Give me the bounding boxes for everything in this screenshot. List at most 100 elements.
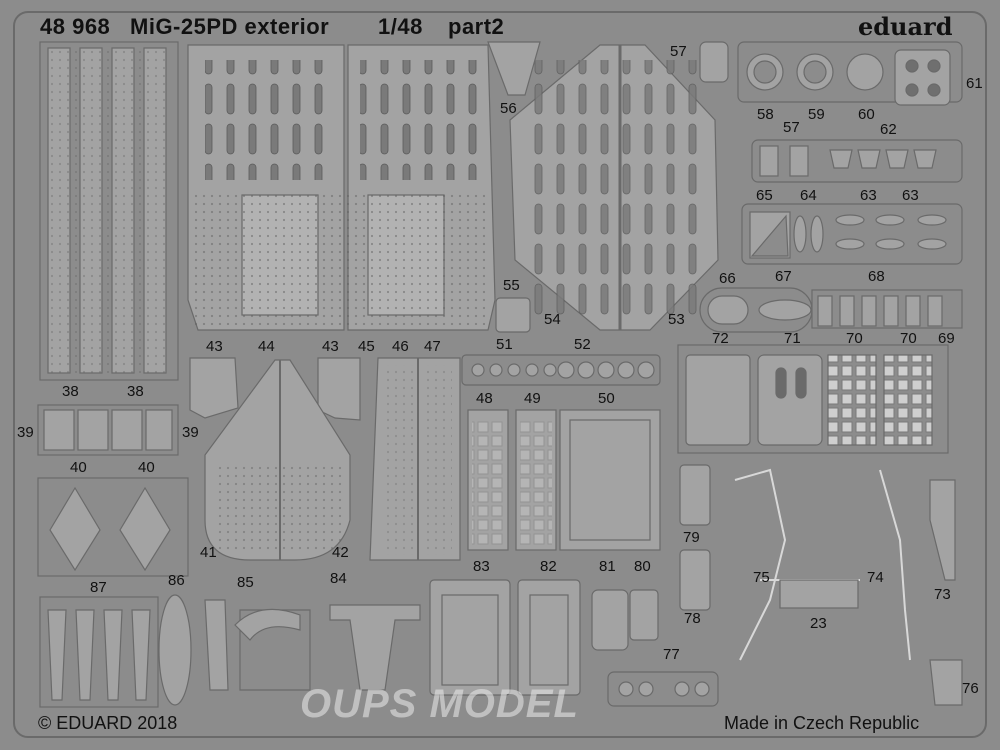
part-78 — [679, 549, 711, 611]
copyright: © EDUARD 2018 — [38, 713, 178, 733]
part-number: 63 — [860, 187, 877, 204]
part-number: 38 — [62, 383, 79, 400]
part-number: 59 — [808, 106, 825, 123]
part-number: 77 — [663, 646, 680, 663]
part-40-pair — [37, 477, 189, 577]
part-55 — [495, 297, 531, 333]
part-number: 79 — [683, 529, 700, 546]
part-number: 82 — [540, 558, 557, 575]
parts-51-52-row — [461, 354, 661, 386]
part-number: 64 — [800, 187, 817, 204]
part-83 — [429, 579, 511, 696]
part-number: 39 — [17, 424, 34, 441]
part-number: 86 — [168, 572, 185, 589]
part-number: 80 — [634, 558, 651, 575]
part-number: 48 — [476, 390, 493, 407]
part-86 — [158, 594, 192, 706]
part-number: 55 — [503, 277, 520, 294]
part-number: 39 — [182, 424, 199, 441]
parts-48-50 — [467, 409, 661, 551]
part-76 — [929, 659, 963, 706]
part-80 — [629, 589, 659, 641]
parts-58-61 — [737, 41, 963, 106]
part-number: 40 — [138, 459, 155, 476]
part-number: 54 — [544, 311, 561, 328]
part-number: 62 — [880, 121, 897, 138]
part-87-row — [39, 596, 159, 708]
part-82 — [517, 579, 581, 696]
part-number: 70 — [900, 330, 917, 347]
part-number: 67 — [775, 268, 792, 285]
part-number: 43 — [206, 338, 223, 355]
part-number: 65 — [756, 187, 773, 204]
parts-57-62-row — [751, 139, 963, 183]
main-gear-doors — [187, 44, 496, 331]
part-number: 63 — [902, 187, 919, 204]
part-number: 53 — [668, 311, 685, 328]
part-number: 61 — [966, 75, 983, 92]
part-number: 70 — [846, 330, 863, 347]
part-number: 52 — [574, 336, 591, 353]
part-81 — [591, 589, 629, 651]
part-23 — [779, 579, 859, 609]
part-number: 84 — [330, 570, 347, 587]
part-number: 78 — [684, 610, 701, 627]
parts-66-67 — [699, 287, 813, 333]
part-number: 43 — [322, 338, 339, 355]
part-79 — [679, 464, 711, 526]
part-number: 45 — [358, 338, 375, 355]
part-57a — [699, 41, 729, 83]
part-number: 42 — [332, 544, 349, 561]
part-43a — [189, 357, 239, 419]
part-number: 83 — [473, 558, 490, 575]
part-54-53-panel — [509, 44, 719, 331]
part-number: 57 — [670, 43, 687, 60]
part-number: 23 — [810, 615, 827, 632]
part-85a — [204, 599, 229, 691]
part-56 — [487, 41, 541, 96]
part-number: 49 — [524, 390, 541, 407]
parts-45-47-strips — [369, 357, 461, 561]
part-number: 51 — [496, 336, 513, 353]
part-number: 81 — [599, 558, 616, 575]
part-number: 75 — [753, 569, 770, 586]
part-number: 71 — [784, 330, 801, 347]
part-73 — [929, 479, 956, 581]
watermark: OUPS MODEL — [300, 682, 579, 726]
part-number: 50 — [598, 390, 615, 407]
part-number: 72 — [712, 330, 729, 347]
part-77-row — [607, 671, 719, 707]
part-number: 57 — [783, 119, 800, 136]
part-number: 56 — [500, 100, 517, 117]
part-number: 41 — [200, 544, 217, 561]
part-number: 47 — [424, 338, 441, 355]
part-68 — [811, 289, 963, 329]
part-number: 76 — [962, 680, 979, 697]
parts-63-65-row — [741, 203, 963, 265]
set-number: 48 968 — [40, 14, 111, 39]
part-number: 60 — [858, 106, 875, 123]
part-number: 38 — [127, 383, 144, 400]
part-number: 87 — [90, 579, 107, 596]
part-number: 68 — [868, 268, 885, 285]
brand-logo: eduard — [858, 12, 953, 41]
fret-part: part2 — [448, 14, 505, 39]
part-number: 46 — [392, 338, 409, 355]
part-number: 74 — [867, 569, 884, 586]
part-39-row — [37, 404, 179, 456]
part-number: 58 — [757, 106, 774, 123]
kit-title: MiG-25PD exterior — [130, 14, 330, 39]
part-number: 85 — [237, 574, 254, 591]
part-number: 73 — [934, 586, 951, 603]
parts-69-72-panels — [677, 344, 949, 454]
parts-41-42-panel — [204, 359, 351, 561]
part-number: 66 — [719, 270, 736, 287]
part-85b — [239, 609, 311, 691]
part-number: 40 — [70, 459, 87, 476]
part-number: 44 — [258, 338, 275, 355]
origin: Made in Czech Republic — [724, 713, 920, 733]
part-number: 69 — [938, 330, 955, 347]
part-84 — [329, 604, 421, 691]
kit-scale: 1/48 — [378, 14, 423, 39]
